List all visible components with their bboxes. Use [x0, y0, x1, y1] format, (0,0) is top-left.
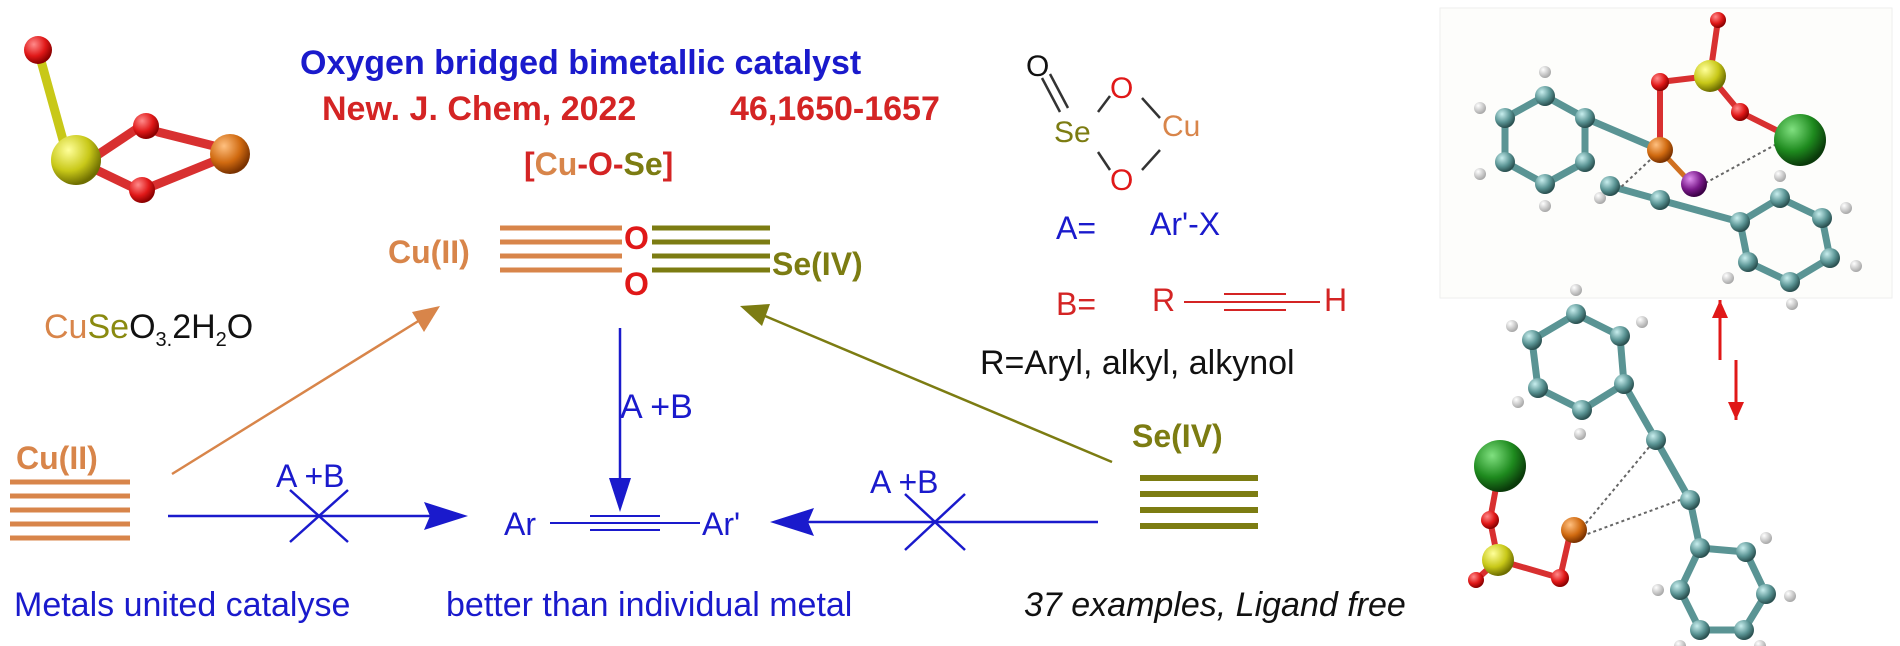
ring-se: Se [1054, 116, 1091, 149]
formula-h-sub: 2 [215, 328, 227, 351]
seo2cu-ring [1040, 73, 1161, 171]
center-o-bottom: O [624, 266, 649, 302]
left-cu-bars [10, 479, 130, 541]
reagent-b-h: H [1324, 282, 1348, 318]
citation-pages: 46,1650-1657 [730, 90, 940, 128]
bracket-open: [ [524, 146, 535, 182]
formula-o-sub: 3. [155, 328, 173, 351]
bracket-close: ] [662, 146, 674, 182]
bracket-o: O [587, 146, 613, 182]
cuseo3-formula: CuSeO3.2H2O [44, 310, 253, 350]
reagent-a-label: A= [1056, 210, 1097, 246]
product-ar: Ar [504, 506, 536, 542]
title: Oxygen bridged bimetallic catalyst [300, 44, 862, 82]
left-blocked-arrow [168, 489, 468, 543]
bracket-se: Se [623, 146, 663, 182]
product-triple-bond [550, 515, 700, 531]
bracket-dash-1: - [577, 146, 588, 182]
center-cu-label: Cu(II) [388, 234, 470, 270]
equilibrium-arrows [1712, 300, 1744, 420]
upper-3d-model [1439, 7, 1893, 310]
center-arrow-label: A +B [620, 388, 693, 426]
footer-right: 37 examples, Ligand free [1024, 586, 1406, 624]
formula-water-o: O [226, 308, 254, 346]
center-bimetal-bars [500, 225, 770, 273]
ring-o-lower: O [1110, 164, 1134, 197]
ring-o-top: O [1026, 50, 1050, 83]
center-o-top: O [624, 220, 649, 256]
cuseo3-ball-model [24, 36, 250, 203]
citation-journal: New. J. Chem, 2022 [322, 90, 637, 128]
bracket-cu: Cu [534, 146, 578, 182]
r-definition: R=Aryl, alkyl, alkynol [980, 344, 1295, 382]
formula-2h: 2H [172, 308, 216, 346]
ring-cu: Cu [1162, 110, 1201, 143]
right-se-label: Se(IV) [1132, 418, 1223, 454]
right-blocked-arrow [770, 493, 1098, 551]
alkyne-reagent [1184, 293, 1320, 311]
copper-arrow [171, 306, 440, 476]
right-blocked-label: A +B [870, 464, 939, 500]
left-cu-label: Cu(II) [16, 440, 98, 476]
product-ar-prime: Ar' [702, 506, 741, 542]
ring-o-upper: O [1110, 72, 1134, 105]
reagent-b-r: R [1152, 282, 1176, 318]
formula-cu: Cu [44, 308, 88, 346]
reagent-b-label: B= [1056, 286, 1097, 322]
selenium-arrow [740, 304, 1113, 464]
footer-middle: better than individual metal [446, 586, 853, 624]
center-se-label: Se(IV) [772, 246, 863, 282]
lower-3d-model [1468, 284, 1796, 646]
formula-o: O [129, 308, 156, 346]
cu-o-se-label: [Cu-O-Se] [524, 148, 673, 180]
center-down-arrow [609, 328, 631, 512]
formula-se: Se [87, 308, 130, 346]
left-blocked-label: A +B [276, 458, 345, 494]
footer-left: Metals united catalyse [14, 586, 351, 624]
bracket-dash-2: - [612, 146, 624, 182]
right-se-bars [1140, 475, 1258, 529]
reagent-a-value: Ar'-X [1150, 206, 1221, 242]
